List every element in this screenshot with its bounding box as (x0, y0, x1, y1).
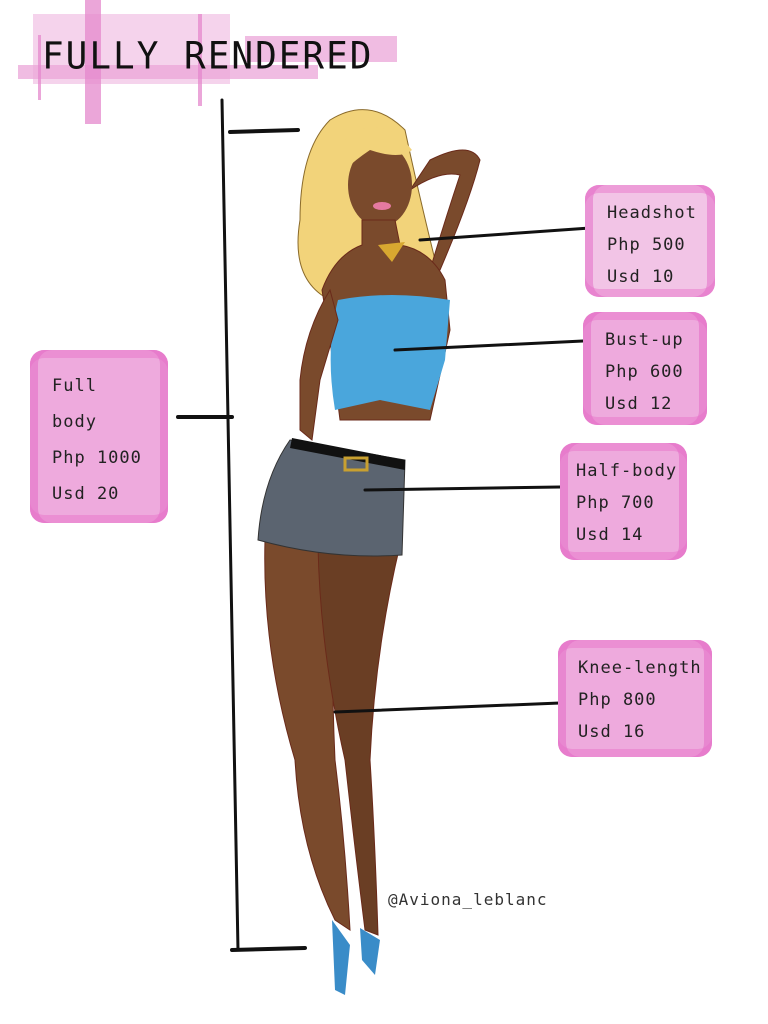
artist-watermark: @Aviona_leblanc (388, 890, 548, 909)
price-usd: Usd 20 (52, 484, 120, 504)
tier-name: Bust-up (605, 330, 684, 350)
tier-name: Half-body (576, 461, 678, 481)
price-php: Php 500 (607, 235, 686, 255)
price-usd: Usd 16 (578, 722, 646, 742)
price-box-headshot: Headshot Php 500 Usd 10 (585, 185, 715, 297)
pointer-lines (333, 226, 592, 714)
page-title: FULLY RENDERED (42, 34, 374, 79)
price-box-half-body: Half-body Php 700 Usd 14 (560, 443, 687, 560)
price-usd: Usd 14 (576, 525, 644, 545)
price-php: Php 700 (576, 493, 655, 513)
tier-name: Headshot (607, 203, 697, 223)
price-php: Php 1000 (52, 448, 142, 468)
measure-line (176, 98, 307, 952)
tier-name: Knee-length (578, 658, 702, 678)
tier-name-2: body (52, 412, 97, 432)
price-usd: Usd 12 (605, 394, 673, 414)
price-php: Php 800 (578, 690, 657, 710)
price-box-full-body: Full body Php 1000 Usd 20 (30, 350, 168, 523)
price-usd: Usd 10 (607, 267, 675, 287)
blue-top (330, 295, 450, 410)
price-box-bust-up: Bust-up Php 600 Usd 12 (583, 312, 707, 425)
price-php: Php 600 (605, 362, 684, 382)
tier-name: Full (52, 376, 97, 396)
price-box-knee-length: Knee-length Php 800 Usd 16 (558, 640, 712, 757)
